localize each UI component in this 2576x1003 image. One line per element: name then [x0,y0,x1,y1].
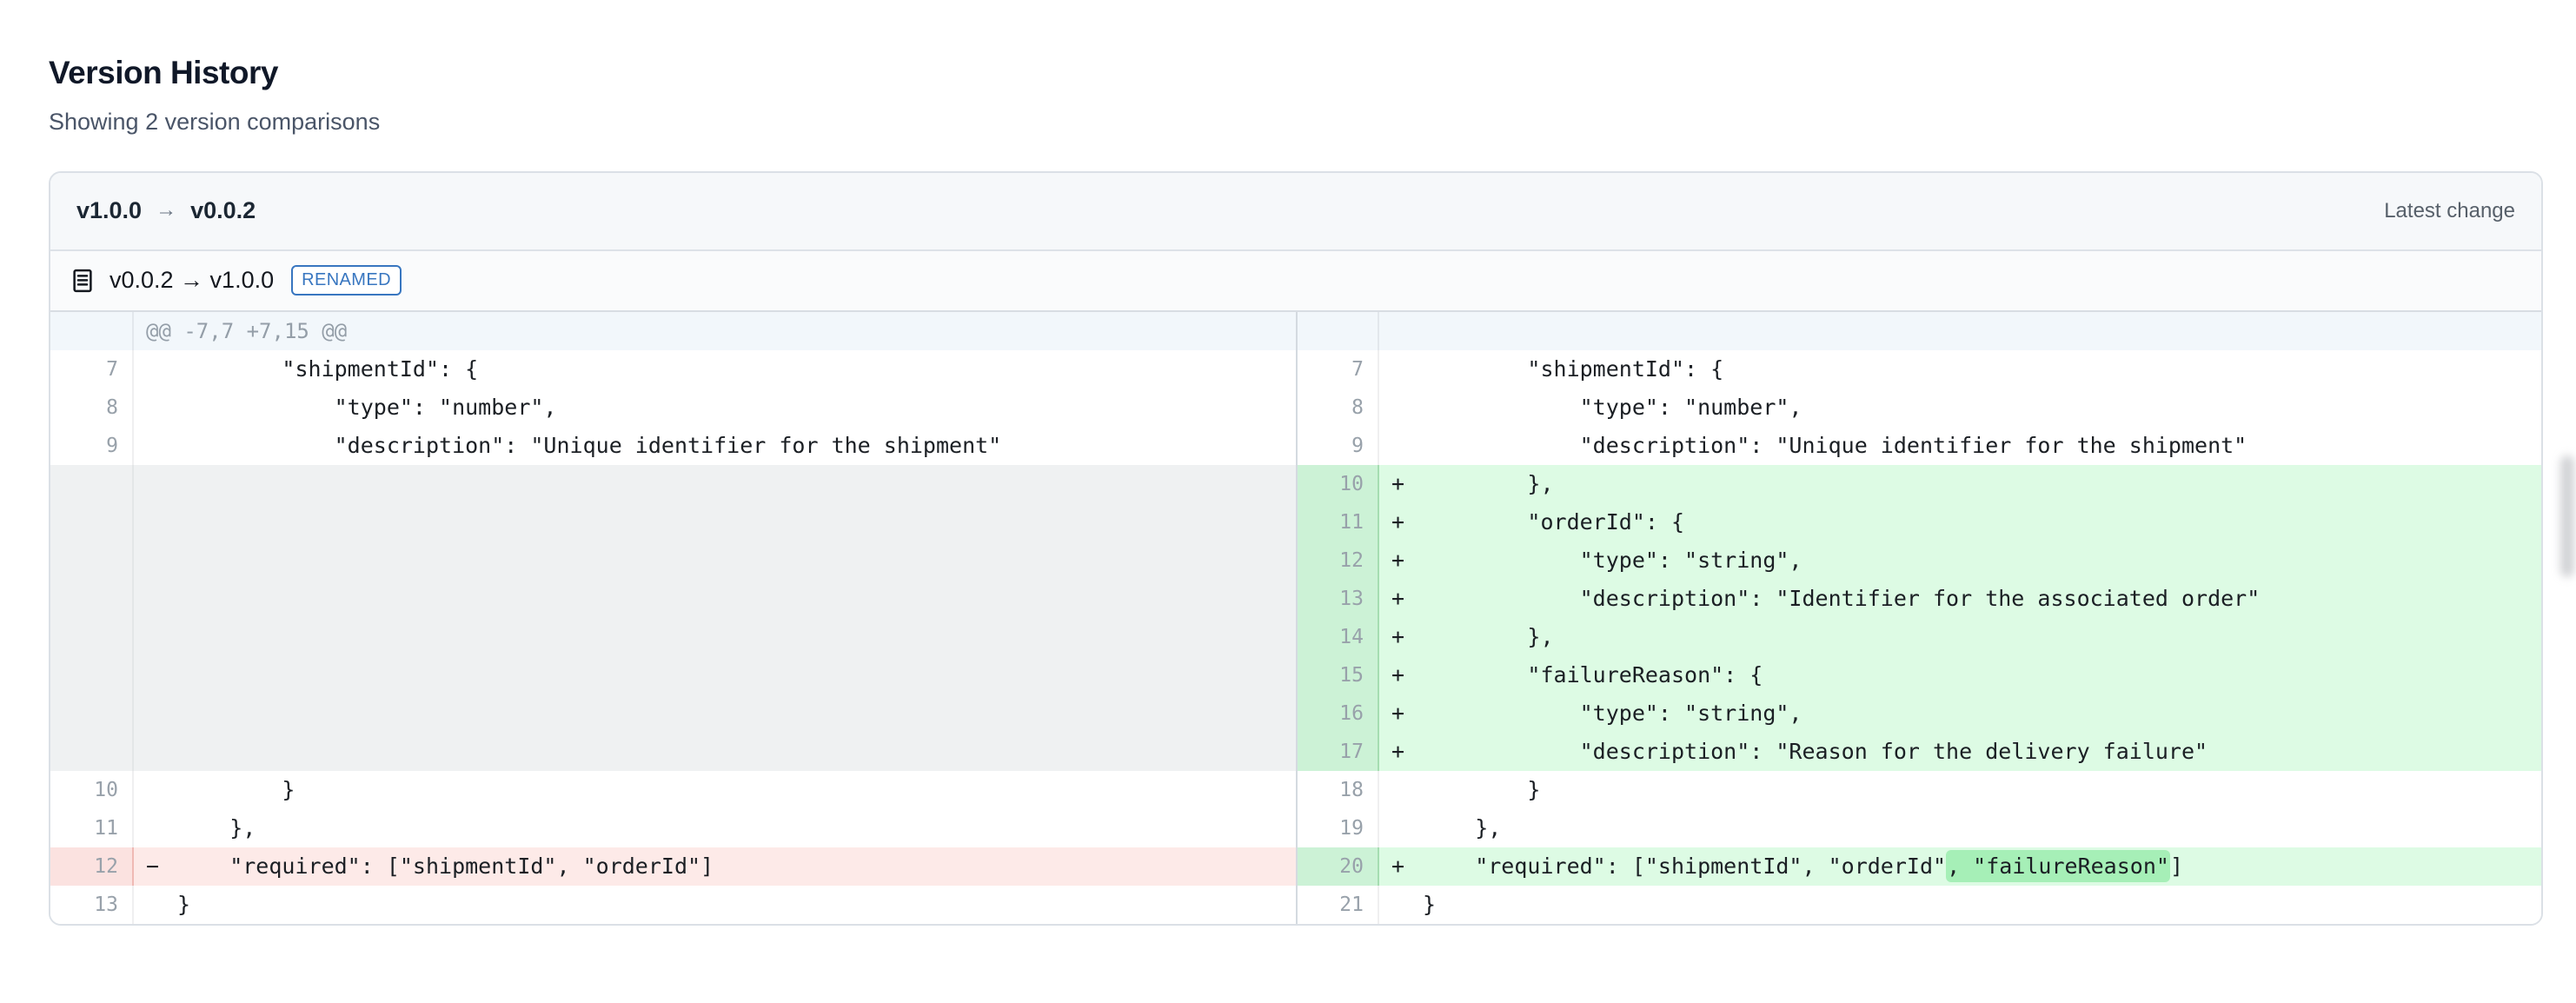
code-line: + "failureReason": { [1379,655,2541,694]
left-hunk-gutter [50,311,134,350]
diff-grid: @@ -7,7 +7,15 @@7 "shipmentId": {7 "ship… [50,311,2541,924]
file-rename-title: v0.0.2 → v1.0.0 [110,267,275,294]
code-line: + "description": "Identifier for the ass… [1379,579,2541,618]
code-line [134,732,1296,771]
right-line-number: 21 [1296,885,1379,924]
right-line-number: 9 [1296,426,1379,465]
diff-marker: − [146,853,160,879]
code-line: } [1379,770,2541,809]
right-line-number: 12 [1296,541,1379,580]
left-line-number [50,694,134,733]
left-line-number: 7 [50,349,134,389]
hunk-header: @@ -7,7 +7,15 @@ [134,311,1296,350]
scrollbar-thumb[interactable] [2560,455,2574,577]
diff-marker: + [1391,508,1405,535]
code-line [134,617,1296,656]
code-line: }, [134,808,1296,847]
code-line: + "type": "string", [1379,694,2541,733]
code-line: + }, [1379,464,2541,503]
page-title: Version History [49,55,278,90]
word-diff-highlight: , "failureReason" [1946,849,2170,882]
code-line: "description": "Unique identifier for th… [1379,426,2541,465]
left-line-number [50,579,134,618]
right-line-number: 20 [1296,847,1379,886]
right-hunk-gutter [1296,311,1379,350]
latest-change-label: Latest change [2384,198,2515,223]
code-line: "shipmentId": { [134,349,1296,389]
right-line-number: 7 [1296,349,1379,389]
left-line-number [50,541,134,580]
code-line: + "orderId": { [1379,502,2541,541]
code-line: } [1379,885,2541,924]
right-line-number: 19 [1296,808,1379,847]
right-line-number: 16 [1296,694,1379,733]
code-line [134,464,1296,503]
code-line: + "type": "string", [1379,541,2541,580]
right-line-number: 17 [1296,732,1379,771]
left-line-number [50,732,134,771]
code-line [134,502,1296,541]
left-line-number [50,464,134,503]
code-line: "type": "number", [134,388,1296,427]
code-line [134,579,1296,618]
code-line: − "required": ["shipmentId", "orderId"] [134,847,1296,886]
code-line [134,655,1296,694]
right-line-number: 14 [1296,617,1379,656]
diff-marker: + [1391,470,1405,496]
from-version: v1.0.0 [76,197,143,224]
right-line-number: 15 [1296,655,1379,694]
diff-marker: + [1391,585,1405,611]
code-line: "description": "Unique identifier for th… [134,426,1296,465]
file-text-icon [70,267,96,295]
code-line: + }, [1379,617,2541,656]
code-line: + "description": "Reason for the deliver… [1379,732,2541,771]
arrow-right-icon: → [156,197,177,222]
left-line-number [50,655,134,694]
version-pair: v1.0.0 → v0.0.2 [76,197,256,224]
left-line-number: 11 [50,808,134,847]
code-line: } [134,885,1296,924]
code-line: }, [1379,808,2541,847]
right-line-number: 10 [1296,464,1379,503]
diff-marker: + [1391,547,1405,573]
page-subtitle: Showing 2 version comparisons [49,109,381,136]
comparison-card: v1.0.0 → v0.0.2 Latest change v0.0.2 → v… [49,170,2543,926]
to-version: v0.0.2 [190,197,256,224]
diff-marker: + [1391,738,1405,764]
left-line-number: 12 [50,847,134,886]
left-line-number: 8 [50,388,134,427]
right-line-number: 8 [1296,388,1379,427]
left-line-number: 10 [50,770,134,809]
right-line-number: 13 [1296,579,1379,618]
left-line-number: 9 [50,426,134,465]
renamed-status-badge: RENAMED [291,265,402,296]
code-line [134,694,1296,733]
diff-marker: + [1391,700,1405,726]
right-hunk-spacer [1379,311,2541,350]
diff-marker: + [1391,661,1405,687]
code-line: "shipmentId": { [1379,349,2541,389]
diff-marker: + [1391,623,1405,649]
code-line: } [134,770,1296,809]
right-line-number: 11 [1296,502,1379,541]
diff-file-header: v0.0.2 → v1.0.0 RENAMED [50,250,2541,312]
comparison-card-header[interactable]: v1.0.0 → v0.0.2 Latest change [50,172,2541,251]
right-line-number: 18 [1296,770,1379,809]
left-line-number [50,617,134,656]
diff-marker: + [1391,853,1405,879]
left-line-number [50,502,134,541]
code-line: + "required": ["shipmentId", "orderId", … [1379,847,2541,886]
code-line: "type": "number", [1379,388,2541,427]
left-line-number: 13 [50,885,134,924]
code-line [134,541,1296,580]
